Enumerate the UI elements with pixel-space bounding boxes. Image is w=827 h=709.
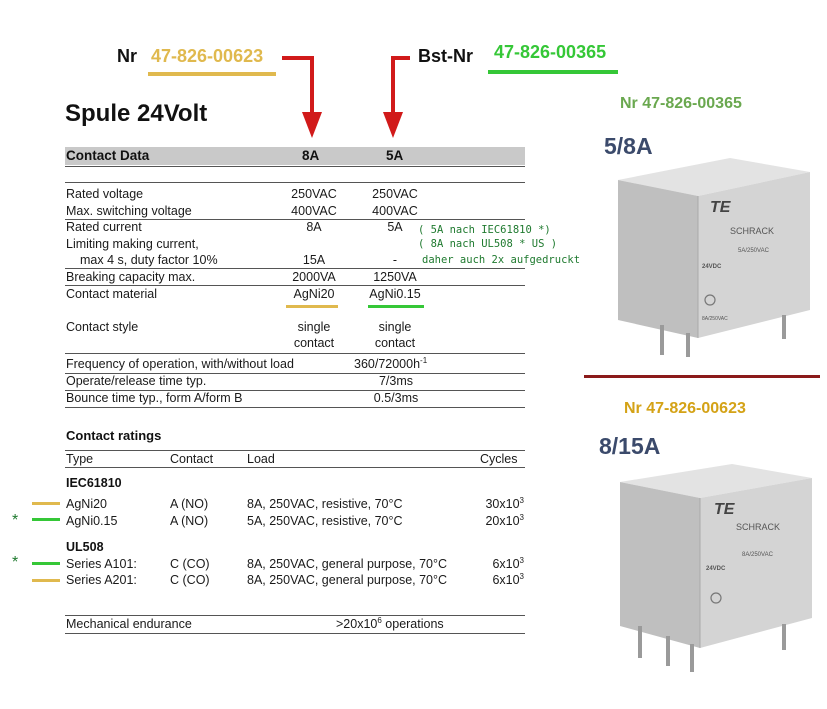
rating-load: 5A, 250VAC, resistive, 70°C	[247, 514, 403, 528]
relay-top-coil: 24VDC	[702, 264, 722, 270]
row-label: Contact material	[66, 287, 158, 301]
marker-gold	[32, 502, 60, 505]
group-ul508: UL508	[66, 540, 104, 554]
row-value-5a-line2: contact	[374, 336, 416, 350]
row-value-shared: 360/72000h-1	[354, 356, 428, 372]
agni20-marker	[286, 305, 338, 308]
row-value-shared: 0.5/3ms	[373, 391, 419, 405]
col-type: Type	[66, 452, 94, 466]
row-label: Rated voltage	[66, 187, 144, 201]
row-value-8a: 2000VA	[292, 270, 336, 284]
marker-green	[32, 518, 60, 521]
rating-load: 8A, 250VAC, resistive, 70°C	[247, 497, 403, 511]
row-value-5a: 400VAC	[372, 204, 418, 218]
contact-data-title: Contact Data	[66, 148, 150, 163]
row-value-shared: 7/3ms	[378, 374, 414, 388]
col-cycles: Cycles	[480, 452, 518, 466]
row-value-8a: 400VAC	[291, 204, 337, 218]
col-contact: Contact	[170, 452, 214, 466]
section-divider	[584, 375, 820, 378]
row-value-5a: 5A	[387, 220, 403, 234]
relay-top-image: TE SCHRACK 24VDC 5A/250VAC 8A/250VAC	[618, 158, 810, 357]
relay-bottom-coil: 24VDC	[706, 566, 726, 572]
relay-bottom-print: 8A/250VAC	[742, 552, 774, 558]
row-label: Operate/release time typ.	[66, 374, 207, 388]
col-5a-header: 5A	[386, 148, 404, 163]
coil-title: Spule 24Volt	[65, 100, 208, 127]
relay-top-logo: TE	[710, 199, 732, 216]
rating-cycles: 6x103	[492, 572, 524, 588]
row-label: Breaking capacity max.	[66, 270, 196, 284]
relay-top-rating: 5/8A	[604, 133, 653, 159]
row-value-8a: AgNi20	[293, 287, 335, 301]
nr-value: 47-826-00623	[151, 46, 264, 66]
marker-green	[32, 562, 60, 565]
row-label: Rated current	[66, 220, 142, 234]
mechanical-value: >20x106 operations	[336, 616, 444, 632]
col-8a-header: 8A	[302, 148, 320, 163]
nr-underline	[148, 72, 276, 76]
rating-cycles: 30x103	[485, 496, 524, 512]
arrow-8a	[282, 56, 314, 120]
row-value-5a: 1250VA	[373, 270, 417, 284]
row-value-5a: 250VAC	[372, 187, 418, 201]
group-iec61810: IEC61810	[66, 476, 122, 490]
note-iec: ( 5A nach IEC61810 *)	[418, 224, 551, 236]
contact-data-header	[65, 147, 525, 165]
relay-top-brand: SCHRACK	[730, 226, 774, 236]
row-label: Frequency of operation, with/without loa…	[66, 357, 294, 371]
rating-contact: C (CO)	[170, 573, 210, 587]
relay-top-print2: 8A/250VAC	[702, 316, 728, 322]
relay-top-caption: Nr 47-826-00365	[620, 95, 742, 112]
bst-underline	[488, 70, 618, 74]
rating-contact: C (CO)	[170, 557, 210, 571]
row-value-8a: 8A	[306, 220, 322, 234]
rating-type: Series A101:	[66, 557, 137, 571]
bst-value: 47-826-00365	[494, 42, 607, 62]
row-label: max 4 s, duty factor 10%	[80, 253, 218, 267]
marker-gold	[32, 579, 60, 582]
nr-label: Nr	[117, 46, 138, 66]
bst-label: Bst-Nr	[418, 46, 474, 66]
relay-bottom-caption: Nr 47-826-00623	[624, 400, 746, 417]
rating-cycles: 6x103	[492, 556, 524, 572]
relay-bottom-brand: SCHRACK	[736, 522, 780, 532]
row-value-8a: single	[297, 320, 331, 334]
row-value-5a: -	[392, 253, 398, 267]
red-arrows	[282, 56, 410, 138]
rating-contact: A (NO)	[170, 514, 209, 528]
row-value-8a: 15A	[302, 253, 326, 267]
note-ul: ( 8A nach UL508 * US )	[418, 238, 558, 250]
row-label: Bounce time typ., form A/form B	[66, 391, 243, 405]
row-value-8a-line2: contact	[293, 336, 335, 350]
rating-type: Series A201:	[66, 573, 137, 587]
row-label: Max. switching voltage	[66, 204, 192, 218]
row-value-8a: 250VAC	[291, 187, 337, 201]
agni015-marker	[368, 305, 424, 308]
mechanical-label: Mechanical endurance	[66, 617, 192, 631]
row-value-5a: AgNi0.15	[369, 287, 421, 301]
relay-bottom-rating: 8/15A	[599, 433, 661, 459]
relay-top-print: 5A/250VAC	[738, 248, 770, 254]
arrow-5a	[391, 56, 410, 120]
rating-load: 8A, 250VAC, general purpose, 70°C	[247, 573, 448, 587]
row-label: Limiting making current,	[66, 237, 199, 251]
row-value-5a: single	[378, 320, 412, 334]
contact-ratings-title: Contact ratings	[66, 428, 162, 443]
row-label: Contact style	[66, 320, 139, 334]
relay-bottom-image: TE SCHRACK 24VDC 8A/250VAC	[620, 464, 812, 672]
rating-load: 8A, 250VAC, general purpose, 70°C	[247, 557, 448, 571]
rating-cycles: 20x103	[485, 513, 524, 529]
col-load: Load	[247, 452, 275, 466]
note-printed: daher auch 2x aufgedruckt	[422, 254, 581, 266]
rating-contact: A (NO)	[170, 497, 209, 511]
star-marker: *	[12, 554, 19, 571]
rating-type: AgNi0.15	[66, 514, 118, 528]
star-marker: *	[12, 512, 19, 529]
relay-bottom-logo: TE	[714, 501, 736, 518]
rating-type: AgNi20	[66, 497, 107, 511]
